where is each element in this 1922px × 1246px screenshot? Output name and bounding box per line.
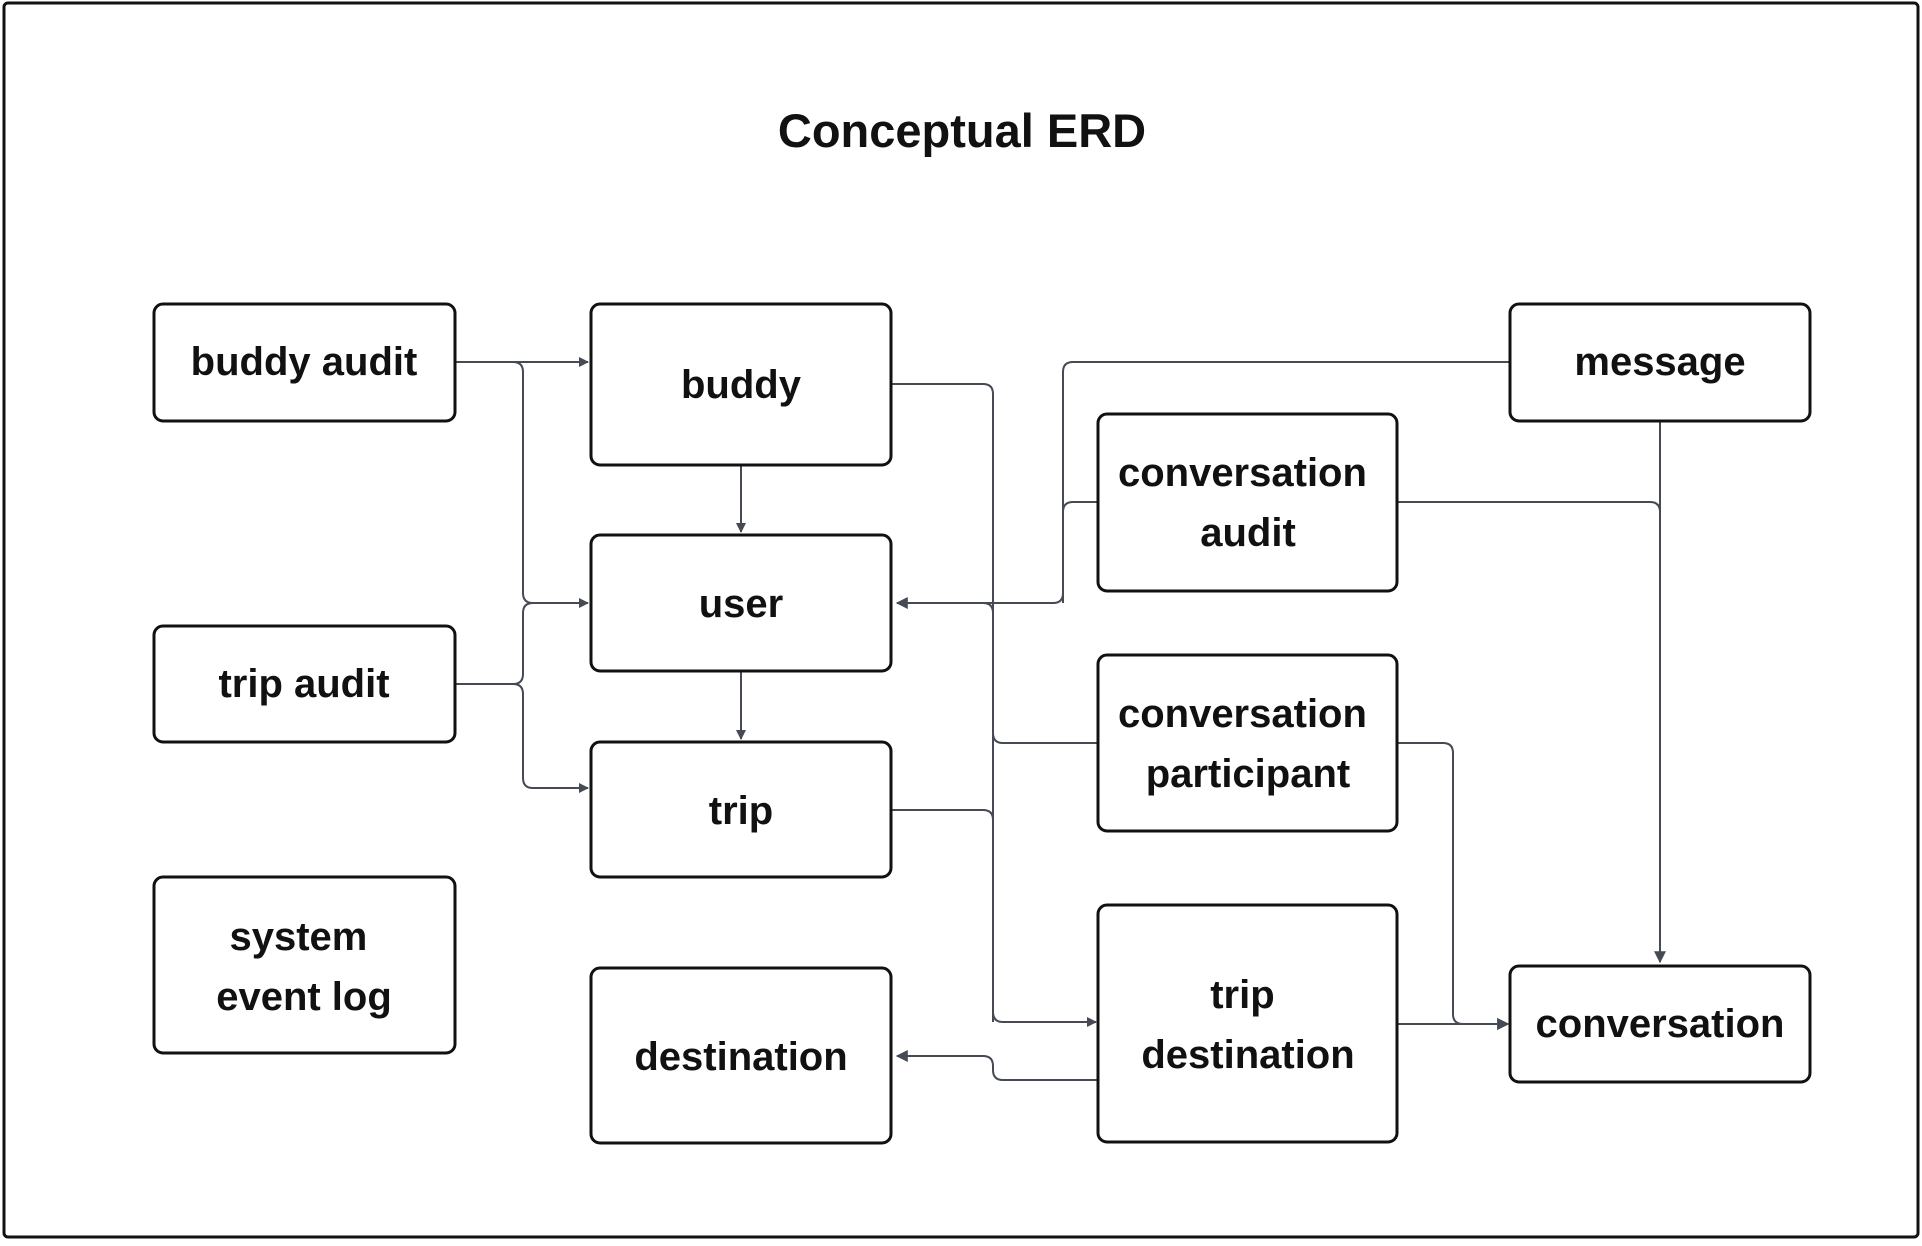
entity-label-line: participant	[1146, 752, 1350, 796]
entity-box	[589, 533, 893, 673]
entity-box	[589, 740, 893, 879]
entity-trip-audit[interactable]: trip audit	[152, 624, 457, 744]
entity-system-event-log[interactable]: system event log	[152, 875, 457, 1055]
entity-label: user	[699, 582, 784, 626]
connector-trip-to-trip-destination	[892, 809, 994, 1022]
connector-layer	[455, 357, 1666, 1081]
entity-label: buddy	[681, 363, 802, 407]
connector-trip-audit-to-trip	[455, 683, 589, 793]
entity-label-line: system	[230, 915, 368, 959]
entity-label: destination	[634, 1035, 847, 1079]
entity-label-line: destination	[1141, 1033, 1354, 1077]
entity-label: trip destination	[1141, 973, 1354, 1077]
entity-label-line: conversation	[1118, 692, 1367, 736]
entity-box	[1508, 964, 1812, 1084]
entity-conversation-audit[interactable]: conversation audit	[1096, 412, 1399, 593]
entity-trip[interactable]: trip	[589, 740, 893, 879]
connector-trip-destination-to-destination	[895, 1050, 1097, 1081]
entity-box	[589, 302, 893, 467]
entity-label-line: event log	[216, 975, 392, 1019]
entity-conversation[interactable]: conversation	[1508, 964, 1812, 1084]
connector-conversation-participant-to-user	[897, 602, 1097, 744]
entity-box	[589, 966, 893, 1145]
entity-box	[1096, 653, 1399, 833]
entity-box	[152, 624, 457, 744]
entity-box	[152, 302, 457, 423]
entity-trip-destination[interactable]: trip destination	[1096, 903, 1399, 1144]
entity-box	[1096, 903, 1399, 1144]
connector-conversation-audit-to-user	[1062, 501, 1097, 603]
entity-label-line: trip	[1210, 973, 1274, 1017]
entity-label: conversation	[1536, 1002, 1785, 1046]
connector-buddy-audit-to-user	[455, 361, 589, 608]
entity-message[interactable]: message	[1508, 302, 1812, 423]
entity-destination[interactable]: destination	[589, 966, 893, 1145]
connector-message-to-user	[895, 361, 1509, 609]
entity-box	[1508, 302, 1812, 423]
entity-box	[1096, 412, 1399, 593]
entity-buddy-audit[interactable]: buddy audit	[152, 302, 457, 423]
entity-box	[152, 875, 457, 1055]
entity-label: message	[1574, 340, 1745, 384]
diagram-title: Conceptual ERD	[778, 104, 1146, 157]
entity-label: conversation audit	[1118, 451, 1378, 555]
entity-label-line: audit	[1200, 511, 1296, 555]
connector-trip-audit-to-user	[455, 602, 588, 685]
entity-label: conversation participant	[1118, 692, 1378, 796]
entity-label: buddy audit	[191, 340, 418, 384]
entity-label: system event log	[216, 915, 392, 1019]
entity-user[interactable]: user	[589, 533, 893, 673]
entity-conversation-participant[interactable]: conversation participant	[1096, 653, 1399, 833]
entity-label: trip	[709, 789, 773, 833]
entity-label: trip audit	[218, 662, 389, 706]
connector-conversation-audit-to-conversation	[1397, 501, 1661, 513]
entity-layer: buddy audit buddy message conversation a…	[152, 302, 1812, 1145]
entity-buddy[interactable]: buddy	[589, 302, 893, 467]
entity-label-line: conversation	[1118, 451, 1367, 495]
